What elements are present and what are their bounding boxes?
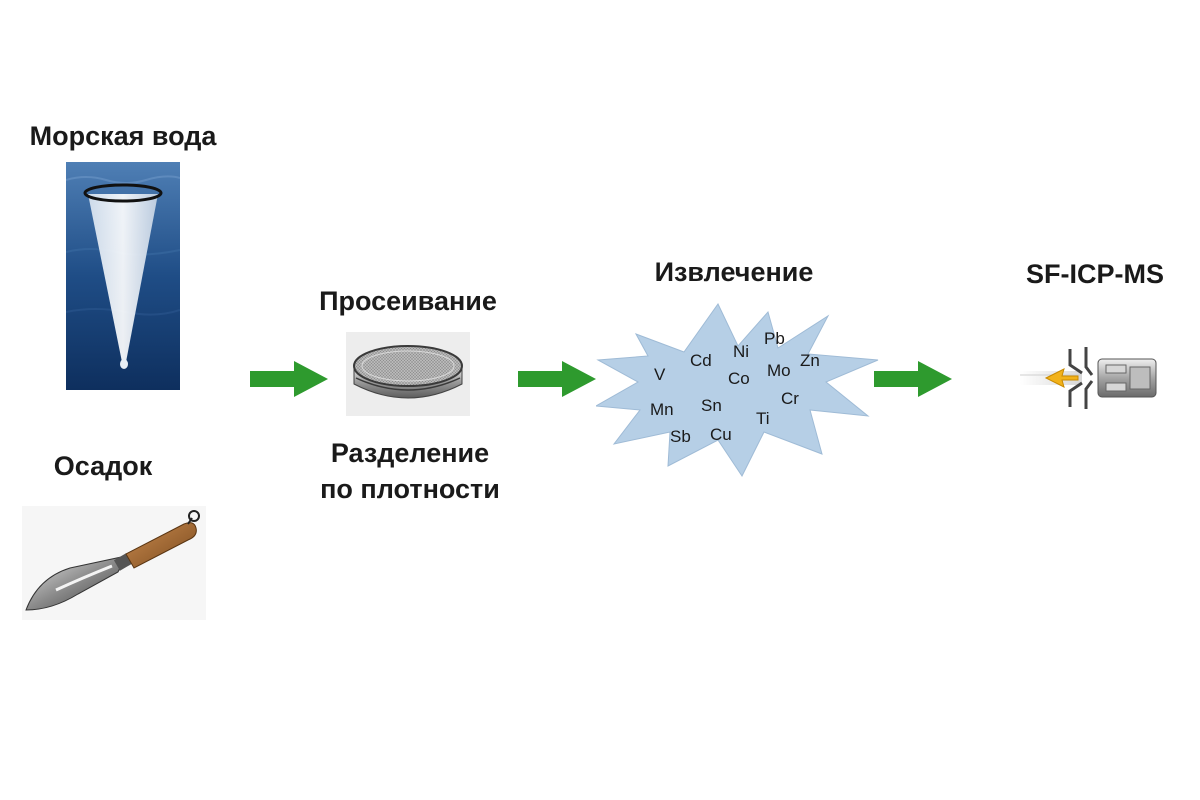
element-label: Ti <box>756 409 770 428</box>
extraction-title: Извлечение <box>654 257 814 287</box>
mass-spectrometer-interface-icon <box>1020 345 1160 411</box>
element-label: Mn <box>650 400 674 419</box>
element-label: Sn <box>701 396 722 415</box>
sieving-subtitle-line-1: Разделение <box>330 438 490 468</box>
element-label: Cd <box>690 351 712 370</box>
sieving-subtitle: Разделение по плотности <box>290 435 530 507</box>
sediment-label: Осадок <box>53 451 153 481</box>
extraction-burst: Pb Cd Ni Zn Mo V Co Cr Mn Sn Ti Sb Cu <box>596 294 880 478</box>
element-label: Zn <box>800 351 820 370</box>
right-arrow-icon <box>518 361 596 397</box>
instrument-title: SF-ICP-MS <box>1026 259 1164 289</box>
element-label: Cr <box>781 389 799 408</box>
element-label: Ni <box>733 342 749 361</box>
sieving-title: Просеивание <box>319 286 497 316</box>
burst-shape <box>596 303 879 477</box>
element-label: Co <box>728 369 750 388</box>
right-arrow-icon <box>874 361 952 397</box>
seawater-label: Морская вода <box>29 121 217 151</box>
element-label: V <box>654 365 666 384</box>
element-label: Mo <box>767 361 791 380</box>
element-label: Pb <box>764 329 785 348</box>
element-label: Sb <box>670 427 691 446</box>
trowel-icon <box>22 506 206 620</box>
plankton-net-icon <box>66 162 180 390</box>
sieve-icon <box>346 332 470 416</box>
right-arrow-icon <box>250 361 328 397</box>
element-label: Cu <box>710 425 732 444</box>
sieving-subtitle-line-2: по плотности <box>320 474 500 504</box>
